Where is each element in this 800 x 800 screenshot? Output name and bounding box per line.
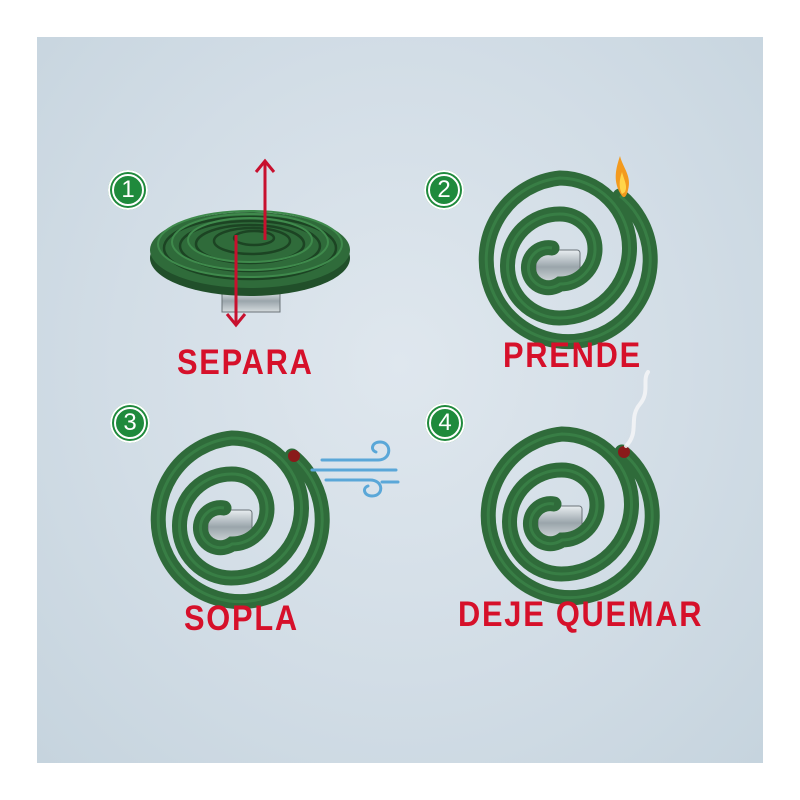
step-4-label: DEJE QUEMAR [458,595,704,634]
step-2-number: 2 [428,174,460,206]
coil-smoke-icon [480,370,660,606]
step-4-number: 4 [429,407,461,439]
step-4-badge: 4 [425,403,465,443]
coil-wind-icon [150,430,400,610]
step-3-number: 3 [114,407,146,439]
step-2-badge: 2 [424,170,464,210]
wind-icon [310,440,400,498]
step-1-number: 1 [112,174,144,206]
stacked-coils-arrows-icon [150,158,350,328]
step-1-label: SEPARA [177,343,314,382]
coil-flame-icon [478,156,658,350]
step-2-label: PRENDE [503,336,642,375]
step-1-badge: 1 [108,170,148,210]
step-3-label: SOPLA [184,599,299,638]
step-3-badge: 3 [110,403,150,443]
